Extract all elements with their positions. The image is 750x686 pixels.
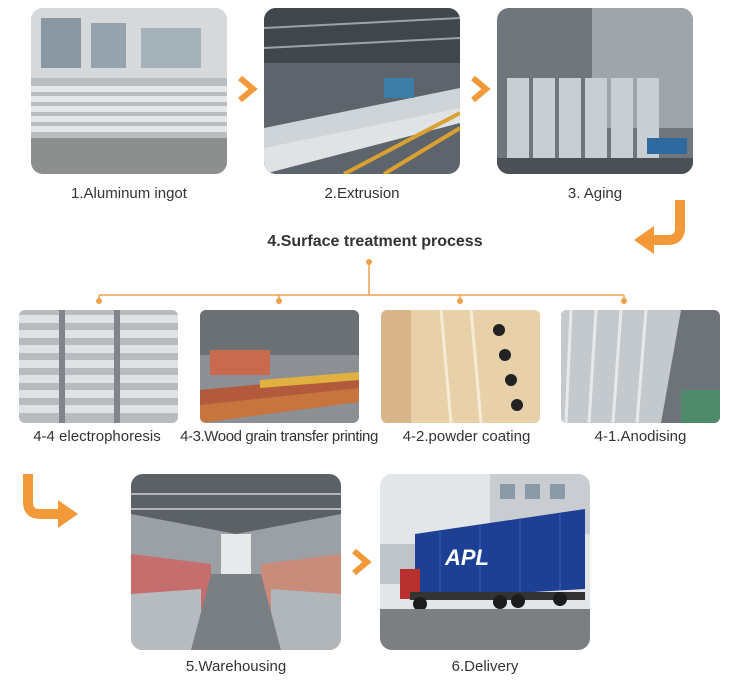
- photo-warehousing: [131, 474, 341, 650]
- arrow-right-icon: [238, 75, 258, 103]
- section-title-surface-treatment: 4.Surface treatment process: [267, 233, 483, 250]
- photo-electrophoresis: [19, 310, 178, 423]
- photo-anodising: [561, 310, 720, 423]
- step-label-aluminum-ingot: 1.Aluminum ingot: [71, 185, 187, 202]
- step-label-electrophoresis: 4-4 electrophoresis: [33, 428, 161, 445]
- arrow-right-icon: [471, 75, 491, 103]
- step-label-delivery: 6.Delivery: [451, 658, 519, 675]
- curved-arrow-down-left-icon: [634, 200, 685, 254]
- container-brand-logo: APL: [445, 545, 489, 570]
- photo-wood-grain-printing: [200, 310, 359, 423]
- photo-delivery: [380, 474, 590, 650]
- photo-extrusion: [264, 8, 460, 174]
- photo-powder-coating: [381, 310, 540, 423]
- photo-aging: [497, 8, 693, 174]
- branch-connector: [96, 259, 627, 304]
- arrow-right-icon: [352, 548, 372, 576]
- step-label-extrusion: 2.Extrusion: [324, 185, 400, 202]
- step-label-powder-coating: 4-2.powder coating: [402, 428, 531, 445]
- step-label-anodising: 4-1.Anodising: [594, 428, 687, 445]
- step-label-warehousing: 5.Warehousing: [185, 658, 287, 675]
- step-label-aging: 3. Aging: [567, 185, 623, 202]
- curved-arrow-down-right-icon: [23, 474, 78, 528]
- step-label-wood-grain: 4-3.Wood grain transfer printing: [180, 428, 378, 445]
- photo-aluminum-ingot: [31, 8, 227, 174]
